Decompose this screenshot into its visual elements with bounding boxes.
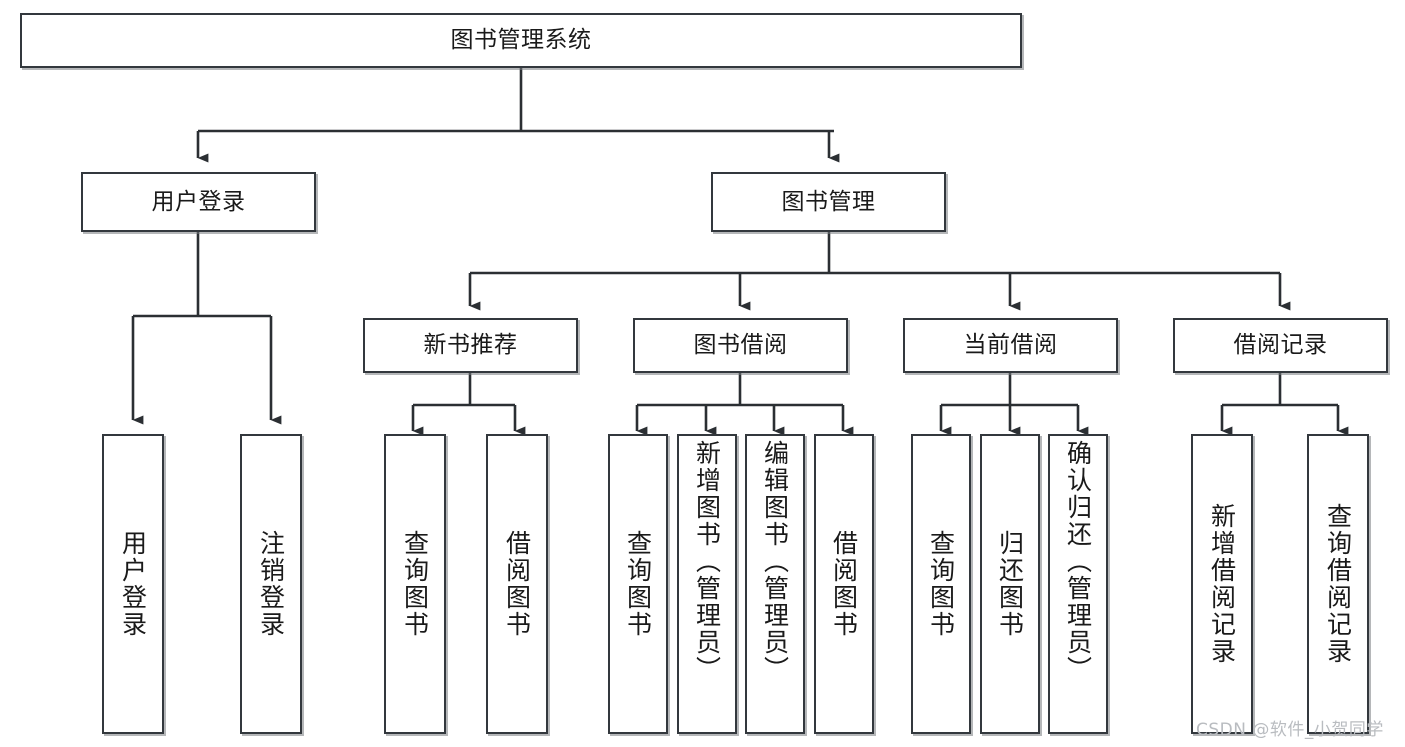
edge-newbook-to-leaves	[411, 373, 526, 436]
node-label: 当前借阅	[963, 332, 1058, 359]
node-label: 借阅图书	[829, 530, 859, 638]
leaf-add-borrow-record[interactable]: 新增借阅记录	[1191, 434, 1253, 734]
leaf-borrow-book[interactable]: 借阅图书	[814, 434, 874, 734]
node-current-borrow[interactable]: 当前借阅	[903, 318, 1118, 373]
leaf-logout[interactable]: 注销登录	[240, 434, 302, 734]
leaf-borrow-book-recommend[interactable]: 借阅图书	[486, 434, 548, 734]
node-label: 图书借阅	[693, 332, 788, 359]
csdn-watermark: CSDN @软件_小贺同学	[1196, 720, 1384, 740]
node-label: 查询图书	[623, 530, 653, 638]
node-label: 查询图书	[400, 530, 430, 638]
leaf-add-book-admin[interactable]: 新增图书（管理员）	[677, 434, 737, 734]
leaf-query-book-recommend[interactable]: 查询图书	[384, 434, 446, 734]
node-label: 归还图书	[995, 530, 1025, 638]
edge-bookmgmt-to-level3	[468, 232, 1291, 311]
node-book-management[interactable]: 图书管理	[711, 172, 946, 232]
node-label: 图书管理	[781, 188, 876, 215]
leaf-return-book[interactable]: 归还图书	[980, 434, 1040, 734]
node-label: 编辑图书（管理员）	[760, 440, 790, 683]
node-label: 注销登录	[256, 530, 286, 638]
leaf-user-login[interactable]: 用户登录	[102, 434, 164, 734]
node-label: 用户登录	[118, 530, 148, 638]
node-label: 确认归还（管理员）	[1063, 440, 1093, 683]
node-label: 查询借阅记录	[1323, 503, 1353, 665]
edge-root-to-level2	[196, 68, 840, 163]
leaf-edit-book-admin[interactable]: 编辑图书（管理员）	[745, 434, 805, 734]
node-label: 用户登录	[151, 188, 246, 215]
edge-userlogin-to-leaves	[131, 232, 282, 425]
node-label: 查询图书	[926, 530, 956, 638]
edge-borrow-to-leaves	[635, 373, 854, 436]
leaf-query-book-current[interactable]: 查询图书	[911, 434, 971, 734]
node-new-book-recommend[interactable]: 新书推荐	[363, 318, 578, 373]
leaf-confirm-return-admin[interactable]: 确认归还（管理员）	[1048, 434, 1108, 734]
edge-records-to-leaves	[1220, 373, 1349, 436]
leaf-query-book-borrow[interactable]: 查询图书	[608, 434, 668, 734]
node-label: 新增借阅记录	[1207, 503, 1237, 665]
node-root-book-management-system[interactable]: 图书管理系统	[20, 13, 1022, 68]
node-borrow-records[interactable]: 借阅记录	[1173, 318, 1388, 373]
node-book-borrow[interactable]: 图书借阅	[633, 318, 848, 373]
node-user-login[interactable]: 用户登录	[81, 172, 316, 232]
node-label: 新书推荐	[423, 332, 518, 359]
node-label: 借阅记录	[1233, 332, 1328, 359]
node-label: 借阅图书	[502, 530, 532, 638]
node-label: 新增图书（管理员）	[692, 440, 722, 683]
node-label: 图书管理系统	[450, 27, 592, 54]
edge-current-to-leaves	[939, 373, 1089, 436]
leaf-query-borrow-record[interactable]: 查询借阅记录	[1307, 434, 1369, 734]
